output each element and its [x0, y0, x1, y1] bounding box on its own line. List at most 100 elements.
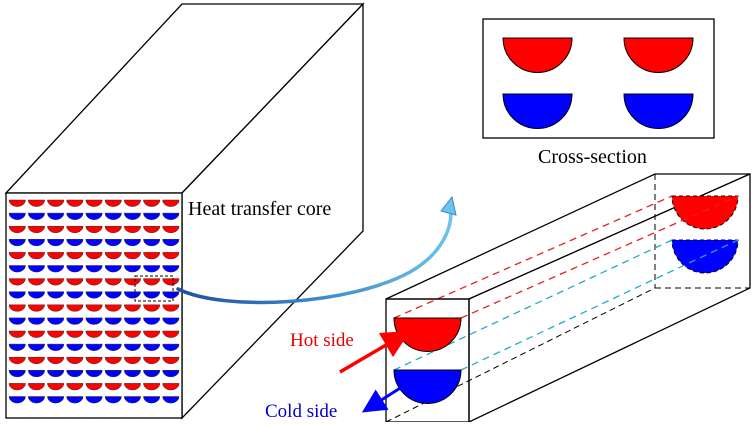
hot-channel: [47, 278, 65, 286]
back-hot-channel: [671, 195, 739, 230]
hot-channel: [143, 278, 161, 286]
cold-channel: [47, 317, 65, 325]
cs-hot-channel-left: [502, 37, 573, 73]
cold-channel: [85, 291, 103, 299]
cold-channel: [143, 265, 161, 273]
hot-channel: [47, 356, 65, 364]
hot-side-label: Hot side: [290, 330, 354, 351]
cold-channel: [162, 212, 180, 220]
hot-channel: [104, 225, 122, 233]
cold-channel: [66, 396, 84, 404]
hot-channel: [143, 304, 161, 312]
cold-channel: [47, 291, 65, 299]
cold-channel: [104, 291, 122, 299]
hot-channel: [27, 383, 45, 391]
cold-channel: [85, 317, 103, 325]
hot-channel: [85, 356, 103, 364]
hot-channel: [104, 330, 122, 338]
core-block: [4, 2, 365, 420]
cs-hot-channel-right: [623, 37, 694, 73]
cold-channel: [104, 396, 122, 404]
cs-cold-channel-left: [502, 93, 573, 129]
cross-section-label: Cross-section: [538, 146, 647, 168]
cold-side-label: Cold side: [265, 401, 337, 422]
cold-channel: [85, 370, 103, 378]
cold-channel: [47, 265, 65, 273]
hot-channel: [85, 304, 103, 312]
hot-channel: [104, 278, 122, 286]
hot-channel: [27, 252, 45, 260]
cold-channel: [66, 370, 84, 378]
cold-channel: [47, 212, 65, 220]
hot-channel: [143, 330, 161, 338]
hot-channel: [27, 304, 45, 312]
channel-box: [385, 172, 751, 424]
cold-channel: [47, 396, 65, 404]
front-hot-channel: [393, 317, 462, 352]
cold-channel: [27, 265, 45, 273]
hot-channel: [85, 330, 103, 338]
cold-channel: [104, 265, 122, 273]
hot-channel: [123, 356, 141, 364]
cold-channel: [162, 317, 180, 325]
hot-channel: [85, 252, 103, 260]
hot-channel: [143, 252, 161, 260]
cold-side-arrow: [361, 383, 406, 413]
cold-channel: [85, 239, 103, 247]
cold-channel: [162, 343, 180, 351]
cold-channel: [123, 317, 141, 325]
cold-channel: [104, 370, 122, 378]
cold-channel: [8, 343, 26, 351]
cold-channel: [162, 239, 180, 247]
cold-channel: [47, 343, 65, 351]
cold-channel: [143, 239, 161, 247]
hot-channel: [162, 225, 180, 233]
hot-channel: [162, 199, 180, 207]
cold-channel: [8, 212, 26, 220]
cold-channel: [8, 265, 26, 273]
cold-channel: [123, 239, 141, 247]
cold-channel: [47, 239, 65, 247]
hot-channel: [27, 330, 45, 338]
cold-channel: [8, 396, 26, 404]
cold-channel: [104, 317, 122, 325]
cold-flow-line-bottom: [460, 239, 739, 371]
hot-channel: [143, 225, 161, 233]
hot-channel: [123, 330, 141, 338]
hot-channel: [123, 278, 141, 286]
hot-channel: [104, 199, 122, 207]
cold-channel: [66, 239, 84, 247]
back-cold-channel: [671, 239, 739, 274]
cold-channel: [27, 343, 45, 351]
hot-channel: [8, 199, 26, 207]
core-channel-grid: [8, 199, 180, 404]
highlight-box: [134, 275, 174, 302]
hot-channel: [27, 225, 45, 233]
hot-channel: [8, 356, 26, 364]
hot-channel: [8, 304, 26, 312]
hot-flow-line-top: [393, 195, 673, 319]
core-label: Heat transfer core: [188, 198, 331, 220]
hot-channel: [85, 199, 103, 207]
hot-channel: [104, 356, 122, 364]
cold-channel: [104, 343, 122, 351]
cold-channel: [66, 265, 84, 273]
hot-channel: [162, 330, 180, 338]
cold-channel: [8, 370, 26, 378]
cold-channel: [123, 370, 141, 378]
hot-channel: [143, 356, 161, 364]
hot-channel: [162, 278, 180, 286]
hot-channel: [47, 304, 65, 312]
hot-channel: [27, 278, 45, 286]
cold-channel: [143, 212, 161, 220]
cold-channel: [8, 317, 26, 325]
hot-channel: [123, 199, 141, 207]
cold-channel: [85, 343, 103, 351]
hot-channel: [85, 278, 103, 286]
front-cold-channel: [393, 369, 462, 404]
cold-channel: [66, 212, 84, 220]
hot-channel: [104, 383, 122, 391]
hot-channel: [123, 383, 141, 391]
hot-channel: [47, 252, 65, 260]
